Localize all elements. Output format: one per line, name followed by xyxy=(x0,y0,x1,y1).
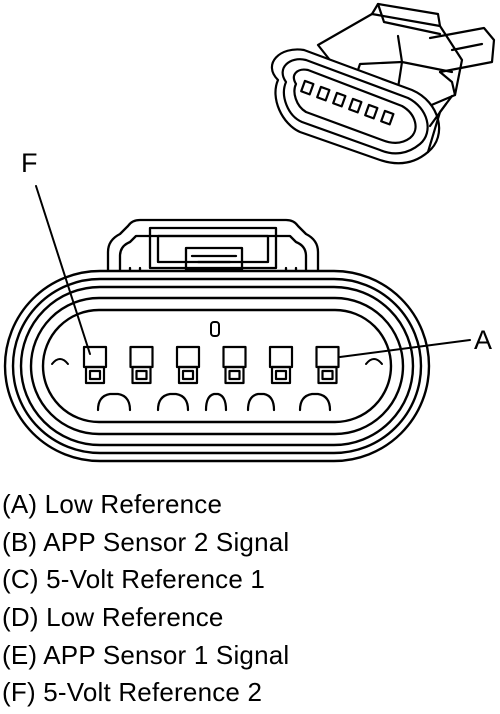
terminal-row xyxy=(82,345,340,385)
callout-f-leader xyxy=(35,185,91,355)
pin-legend: (A) Low Reference (B) APP Sensor 2 Signa… xyxy=(2,486,289,712)
terminal-cavity-d xyxy=(175,345,201,385)
left-rib xyxy=(51,358,69,365)
right-rib xyxy=(365,358,383,365)
key-post xyxy=(210,321,220,337)
terminal-cavity-f xyxy=(82,345,108,385)
terminal-cavity-b xyxy=(268,345,294,385)
legend-item-a: (A) Low Reference xyxy=(2,489,223,519)
legend-item-d: (D) Low Reference xyxy=(2,602,224,633)
legend-item-e: (E) APP Sensor 1 Signal xyxy=(2,639,290,670)
connector-face-view xyxy=(3,218,431,463)
connector-shell xyxy=(3,269,431,463)
connector-diagram xyxy=(3,2,496,463)
legend-item-b: (B) APP Sensor 2 Signal xyxy=(2,526,290,557)
callout-f-label: F xyxy=(21,148,38,178)
terminal-cavity-e xyxy=(129,345,154,385)
alignment-bumps xyxy=(96,392,332,412)
callout-a-label: A xyxy=(474,325,493,355)
legend-item-f: (F) 5-Volt Reference 2 xyxy=(2,677,263,708)
callout-a-leader xyxy=(339,339,471,358)
terminal-cavity-a xyxy=(315,345,340,385)
legend-item-c: (C) 5-Volt Reference 1 xyxy=(2,564,266,595)
terminal-cavity-c xyxy=(222,345,247,385)
connector-isometric-view xyxy=(270,2,496,165)
